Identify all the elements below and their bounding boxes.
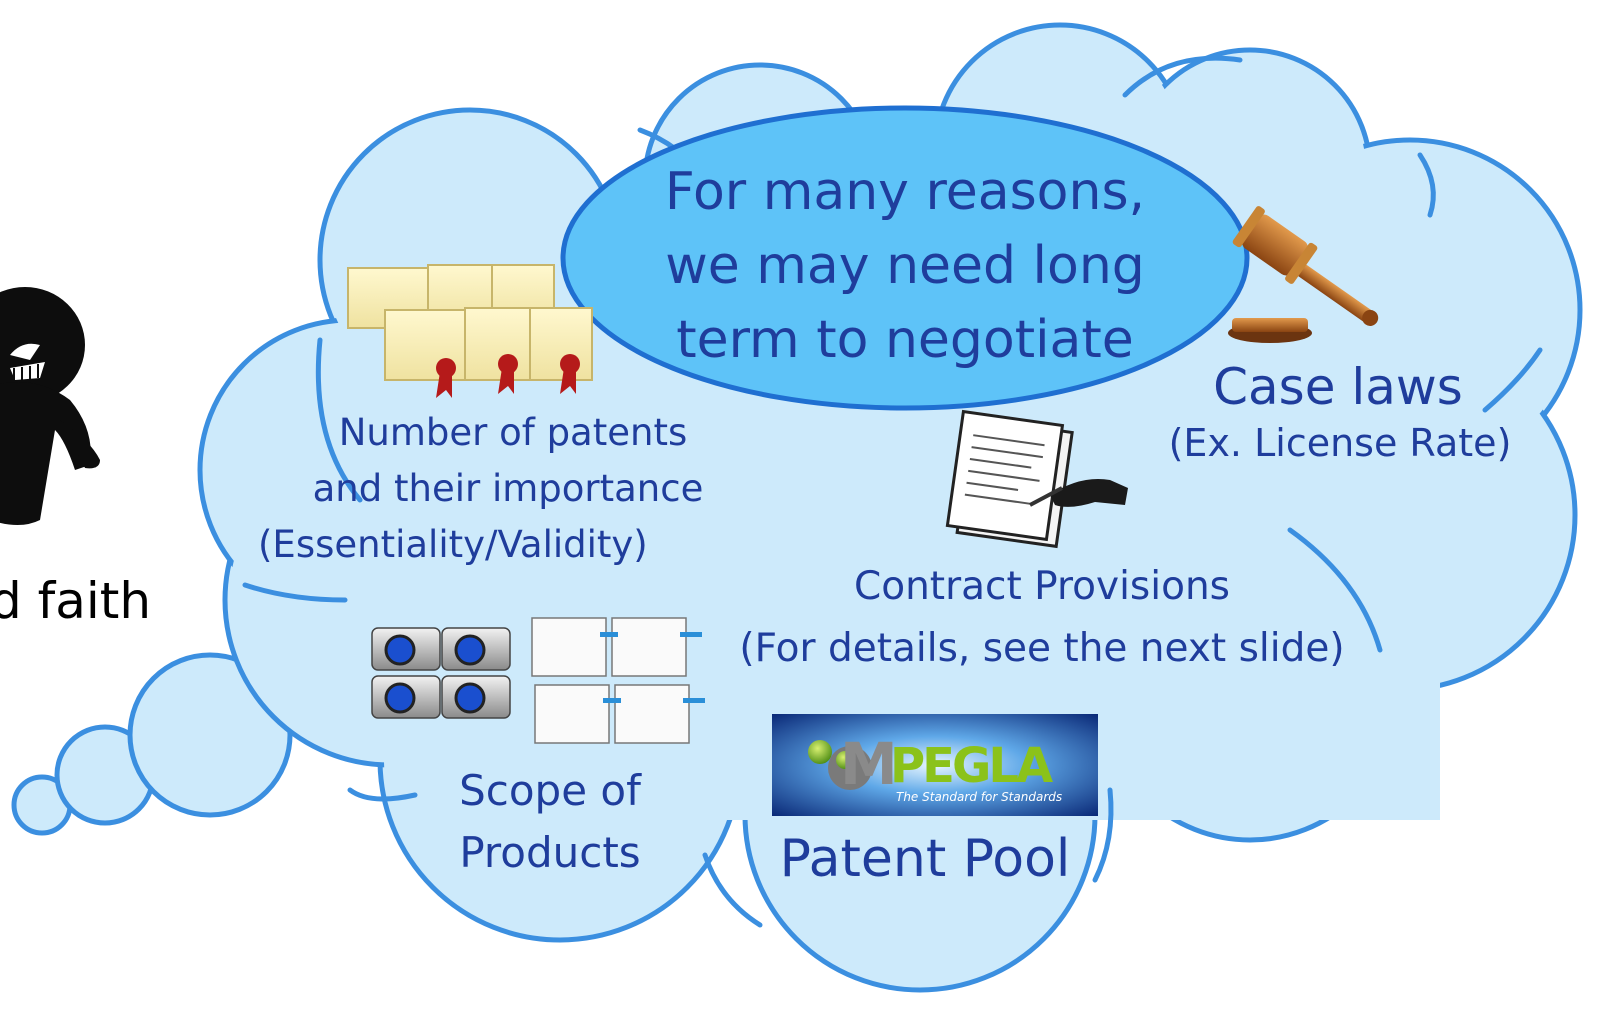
products-label: Scope of Products [440,760,660,884]
left-character-caption: d faith [0,572,152,630]
mpegla-logo-text: M PEGLA The Standard for Standards [828,728,1088,808]
products-label-line2: Products [459,828,641,877]
mpegla-logo-tagline: The Standard for Standards [896,790,1063,804]
case-laws-label: Case laws (Ex. License Rate) [1150,355,1530,467]
contract-label-line2: (For details, see the next slide) [739,626,1345,671]
mpegla-logo [772,714,1098,816]
patents-label-line1: Number of patents [338,411,688,454]
mpegla-logo-m: M [840,730,898,798]
center-message-line2: we may need long [665,236,1145,296]
contract-label-line1: Contract Provisions [853,564,1230,609]
cameras-and-printers-icon [371,617,705,744]
mpegla-logo-rest: PEGLA [890,738,1053,794]
center-ellipse [560,105,1250,411]
center-message: For many reasons, we may need long term … [600,155,1210,377]
center-message-line1: For many reasons, [664,162,1146,222]
contract-label: Contract Provisions (For details, see th… [712,556,1372,680]
patent-certificates-icon [347,264,593,398]
case-laws-title: Case laws [1213,358,1463,416]
contract-signing-icon [945,409,1128,549]
thought-bubble-large [127,652,293,818]
villain-figure-icon [0,287,100,525]
patents-label: Number of patents and their importance (… [258,405,758,573]
gavel-icon [1228,206,1379,343]
patents-label-line3: (Essentiality/Validity) [258,523,648,566]
thought-bubbles [11,652,293,836]
patent-pool-title: Patent Pool [779,829,1071,889]
case-laws-subtitle: (Ex. License Rate) [1168,421,1512,465]
center-message-line3: term to negotiate [676,310,1134,370]
products-label-line1: Scope of [459,766,641,815]
patents-label-line2: and their importance [312,467,704,510]
